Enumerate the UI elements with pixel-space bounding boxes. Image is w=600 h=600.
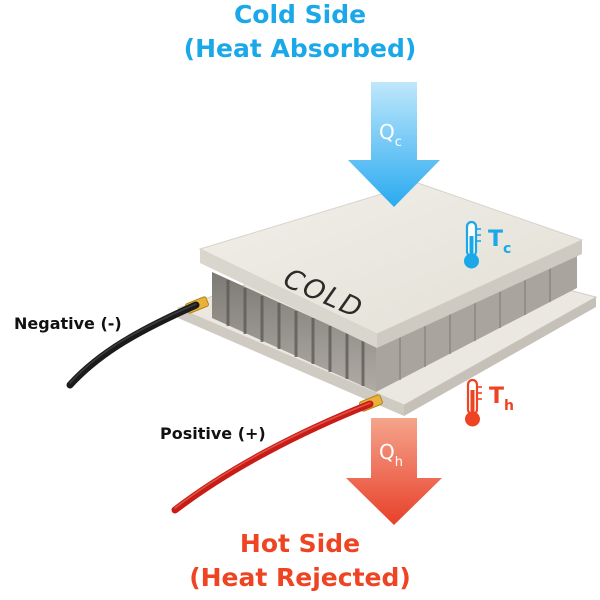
hot-side-title-line1: Hot Side <box>239 529 361 558</box>
cold-side-title: Cold Side (Heat Absorbed) <box>0 0 600 66</box>
hot-heat-label: Qh <box>379 440 403 470</box>
hot-side-title: Hot Side (Heat Rejected) <box>0 527 600 595</box>
hot-temp-letter: T <box>489 384 504 409</box>
hot-temp-subscript: h <box>504 398 514 414</box>
thermometer-icon <box>464 220 481 269</box>
positive-wire <box>171 400 374 514</box>
cold-side-title-line2: (Heat Absorbed) <box>183 34 417 63</box>
hot-heat-subscript: h <box>395 455 403 470</box>
thermometer-icon <box>465 378 482 427</box>
hot-heat-arrow <box>346 418 442 525</box>
cold-side-title-line1: Cold Side <box>233 0 367 29</box>
cold-heat-label: Qc <box>379 120 402 150</box>
cold-heat-letter: Q <box>379 120 395 144</box>
negative-wire <box>66 301 200 389</box>
cold-plate <box>198 182 584 348</box>
cold-temp-subscript: c <box>503 241 511 257</box>
hot-side-title-line2: (Heat Rejected) <box>189 563 411 592</box>
cold-temp-label: Tc <box>488 227 511 257</box>
hot-heat-letter: Q <box>379 440 395 464</box>
hot-temp-label: Th <box>489 384 514 414</box>
positive-wire-label: Positive (+) <box>160 424 266 443</box>
cold-temp-letter: T <box>488 227 503 252</box>
cold-heat-subscript: c <box>395 135 402 150</box>
pellet-columns <box>226 280 365 386</box>
negative-wire-label: Negative (-) <box>14 314 122 333</box>
cold-heat-arrow <box>348 82 440 207</box>
